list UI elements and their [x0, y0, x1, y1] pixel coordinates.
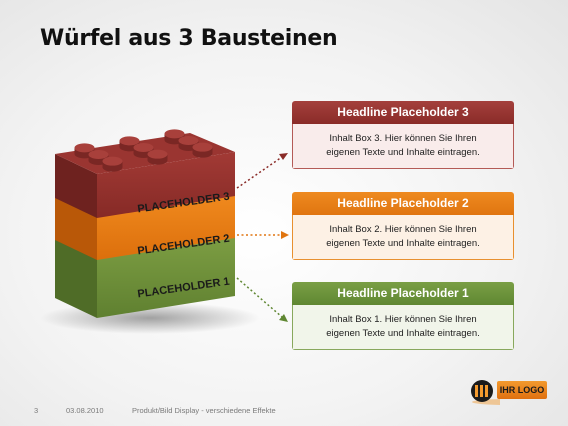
- info-box-1: Headline Placeholder 1 Inhalt Box 1. Hie…: [292, 282, 514, 350]
- lego-stud-top: [88, 150, 109, 159]
- info-box-3-headline: Headline Placeholder 3: [292, 101, 514, 124]
- footer-description: Produkt/Bild Display - verschiedene Effe…: [132, 406, 276, 415]
- lego-stud-top: [178, 136, 199, 145]
- lego-studs: [74, 129, 213, 172]
- lego-stud-top: [119, 136, 140, 146]
- cube-layer-1: [55, 236, 235, 318]
- info-box-2: Headline Placeholder 2 Inhalt Box 2. Hie…: [292, 192, 514, 260]
- logo-text: IHR LOGO: [497, 381, 547, 399]
- info-box-2-text: Inhalt Box 2. Hier können Sie Ihren eige…: [292, 215, 514, 260]
- info-box-2-headline: Headline Placeholder 2: [292, 192, 514, 215]
- lego-stud-top: [147, 149, 168, 159]
- lego-stud-top: [74, 143, 95, 153]
- connector-arrow-1: [236, 277, 288, 322]
- footer-page-number: 3: [34, 406, 39, 415]
- lego-stud-top: [164, 129, 185, 139]
- logo-icon: [471, 380, 500, 405]
- lego-stud-top: [192, 142, 213, 152]
- info-box-1-text: Inhalt Box 1. Hier können Sie Ihren eige…: [292, 305, 514, 350]
- lego-stud-top: [133, 143, 154, 152]
- info-box-3: Headline Placeholder 3 Inhalt Box 3. Hie…: [292, 101, 514, 169]
- info-box-1-headline: Headline Placeholder 1: [292, 282, 514, 305]
- lego-stud-top: [102, 156, 123, 166]
- connector-arrow-2: [237, 231, 289, 239]
- footer-date: 03.08.2010: [66, 406, 104, 415]
- info-box-3-text: Inhalt Box 3. Hier können Sie Ihren eige…: [292, 124, 514, 169]
- slide-title: Würfel aus 3 Bausteinen: [40, 26, 338, 51]
- connector-arrow-3: [236, 153, 288, 189]
